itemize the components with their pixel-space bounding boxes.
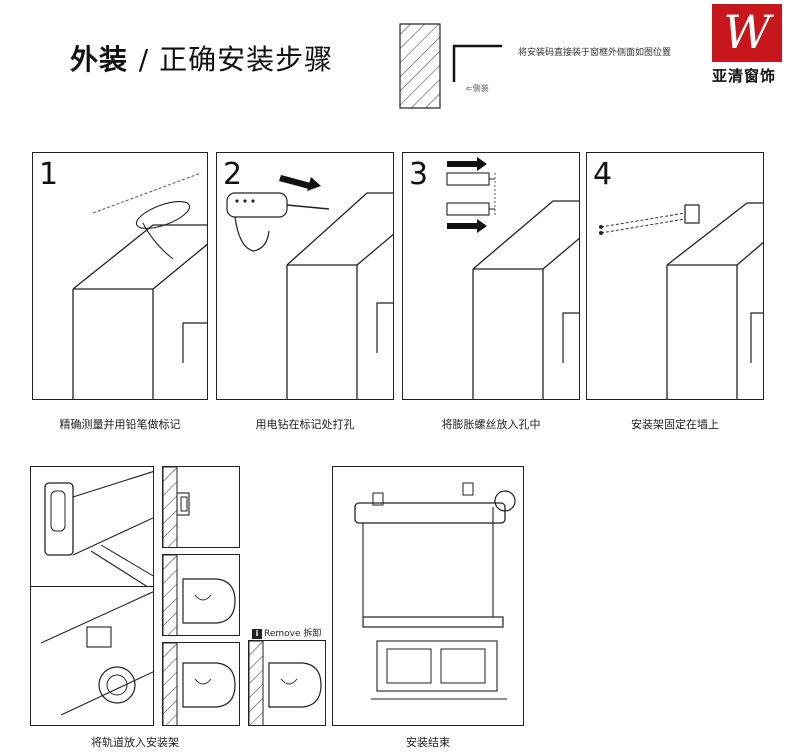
step-1-panel: 1 [32, 152, 208, 400]
step-3-illustration [446, 157, 579, 399]
title-rest: / 正确安装步骤 [138, 43, 334, 76]
finished-panel [332, 466, 524, 726]
side-mount-diagram [399, 23, 502, 109]
step-4-panel: 4 [586, 152, 764, 400]
svg-text:W: W [723, 5, 774, 59]
detail-b-panel [162, 554, 240, 636]
logo-text: 亚清窗饰 [712, 67, 777, 85]
logo-mark: W [712, 4, 782, 62]
finished-caption: 安装结束 [406, 736, 450, 749]
track-caption: 将轨道放入安装架 [91, 736, 179, 749]
step-3-panel: 3 [402, 152, 580, 400]
detail-a-panel [162, 466, 240, 548]
roller-closeup-illustration [40, 591, 153, 716]
remove-detail-illustration [249, 641, 322, 725]
finished-illustration [354, 482, 516, 700]
step-2-panel: 2 [216, 152, 394, 400]
page-title: 外装 / 正确安装步骤 [70, 38, 333, 78]
side-mount-label: ⇐侧装 [466, 84, 489, 93]
step-2-illustration [226, 175, 393, 399]
remove-text: Remove 拆卸 [264, 629, 322, 639]
detail-b-illustration [163, 555, 236, 635]
step-1-caption: 精确测量并用铅笔做标记 [59, 418, 181, 431]
detail-c-panel [162, 642, 240, 726]
detail-a-illustration [163, 467, 190, 547]
mount-note: 将安装码直接装于窗框外侧面如图位置 [518, 48, 672, 58]
roller-closeup-panel [30, 586, 154, 726]
detail-c-illustration [163, 643, 236, 725]
step-4-caption: 安装架固定在墙上 [631, 418, 719, 431]
step-3-caption: 将膨胀螺丝放入孔中 [441, 418, 541, 431]
info-icon: i [252, 629, 262, 639]
bracket-closeup-illustration [44, 471, 153, 587]
step-2-caption: 用电钻在标记处打孔 [255, 418, 355, 431]
bracket-closeup-panel [30, 466, 154, 588]
step-4-illustration [599, 202, 763, 399]
step-1-number: 1 [39, 157, 59, 192]
step-3-number: 3 [409, 157, 429, 192]
step-4-number: 4 [593, 157, 613, 192]
title-bold: 外装 [70, 43, 129, 76]
remove-detail-panel [248, 640, 326, 726]
step-1-illustration [72, 172, 207, 399]
step-2-number: 2 [223, 157, 243, 192]
